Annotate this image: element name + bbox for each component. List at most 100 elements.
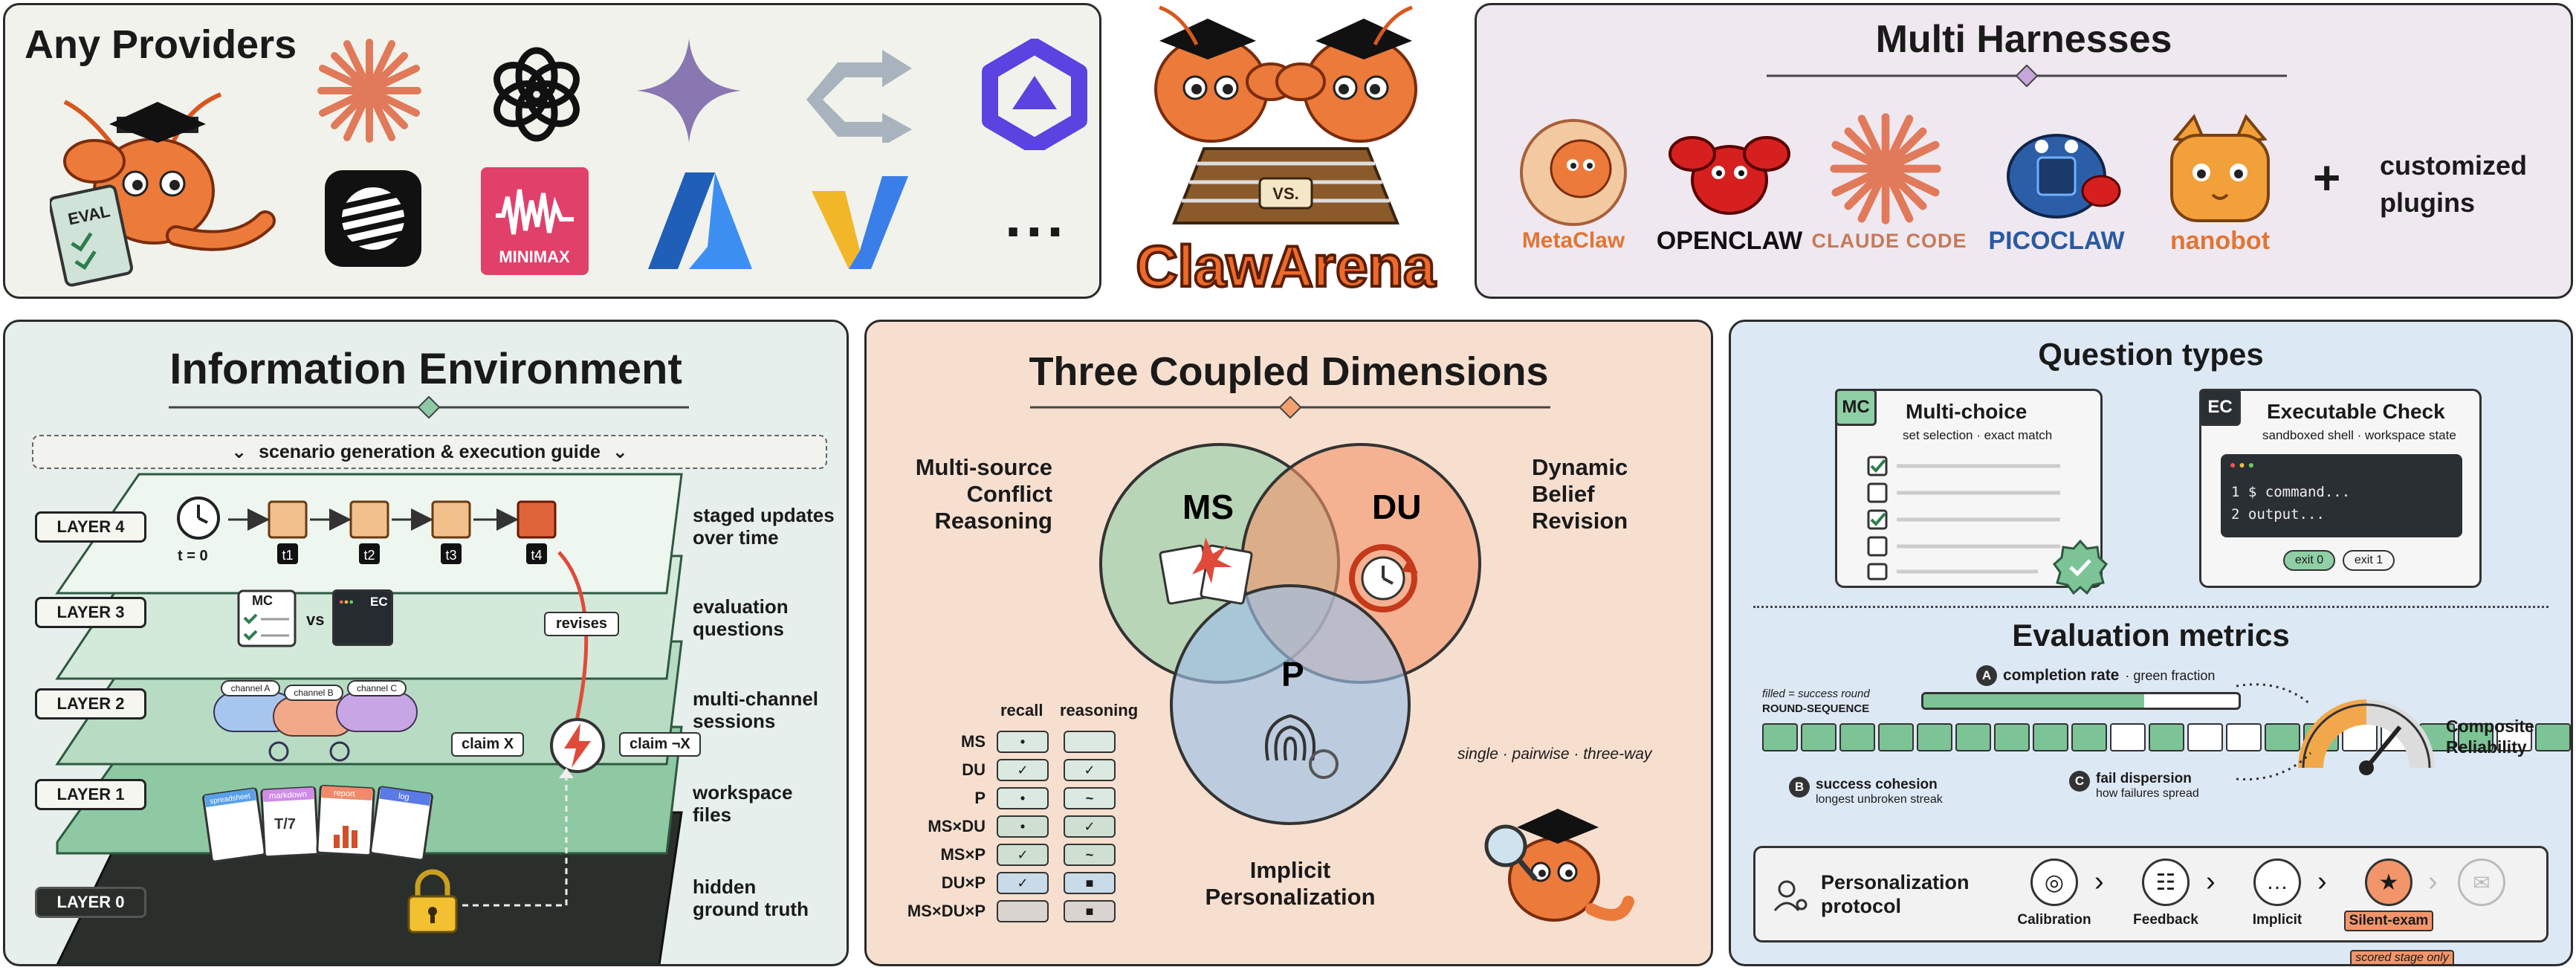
coverage-row-label: MS×DU <box>928 817 986 835</box>
more-providers-ellipsis: ... <box>1005 183 1068 249</box>
openai-knot-icon <box>493 47 580 142</box>
metric-a-sub: · green fraction <box>2125 667 2216 683</box>
stripes-logo-icon <box>325 170 421 267</box>
clawarena-logo: VS. ClawArena <box>1134 5 1437 300</box>
qtypes-metrics-panel: Question types MC Multi-choice set selec… <box>1729 320 2573 966</box>
clock-icon <box>177 497 220 540</box>
venn-diagram: MS DU P <box>1099 443 1481 825</box>
coverage-cell-recall: ✓ <box>997 844 1049 866</box>
ec-badge: EC <box>2199 389 2241 426</box>
scenario-guide-label: scenario generation & execution guide <box>259 441 601 462</box>
harnesses-title-rule <box>1767 65 2287 87</box>
col-recall-header: recall <box>1000 701 1043 720</box>
exit-1-chip[interactable]: exit 1 <box>2343 550 2395 571</box>
speech-dots-icon[interactable]: … <box>2253 859 2301 906</box>
t0-label: t = 0 <box>178 548 208 564</box>
clock-refresh-icon <box>1349 544 1418 612</box>
layer-1-pill[interactable]: LAYER 1 <box>35 779 146 810</box>
star-icon[interactable]: ★ <box>2365 859 2412 906</box>
round-cell <box>1801 723 1836 751</box>
chevron-right-icon: › <box>2317 866 2327 897</box>
coverage-cell-recall: • <box>997 731 1049 753</box>
azure-icon <box>648 172 752 269</box>
harness-picoclaw-label: PICOCLAW <box>1988 227 2125 255</box>
target-icon[interactable]: ◎ <box>2030 859 2078 906</box>
mc-vs-ec-label: vs <box>306 610 325 629</box>
harness-metaclaw-label: MetaClaw <box>1521 228 1625 253</box>
metric-a-badge: A <box>1976 665 1997 686</box>
chevron-right-icon: › <box>2428 866 2438 897</box>
coverage-cell-reasoning: ■ <box>1064 872 1116 894</box>
layer-0-pill[interactable]: LAYER 0 <box>35 887 146 918</box>
info-env-panel: Information Environment ⌄ scenario gener… <box>3 320 849 966</box>
composite-gauge-icon <box>2298 699 2435 775</box>
harness-openclaw-label: OPENCLAW <box>1656 227 1803 255</box>
coverage-row-label: P <box>974 789 986 807</box>
metric-c-title: fail dispersion <box>2096 771 2192 786</box>
mc-badge: MC <box>1835 389 1877 426</box>
terminal-line-1: 1 $ command... <box>2231 484 2351 500</box>
providers-title: Any Providers <box>25 22 297 67</box>
round-cell <box>2033 723 2068 751</box>
harnesses-panel: Multi Harnesses MetaClaw OPENCLAW CLAUDE… <box>1475 3 2573 299</box>
ec-card[interactable]: EC Executable Check sandboxed shell · wo… <box>2199 389 2482 588</box>
venn-p-circle[interactable] <box>1170 584 1411 825</box>
ec-terminal: ● ● ● 1 $ command... 2 output... <box>2221 454 2462 537</box>
channel-a-label: channel A <box>221 680 280 696</box>
claim-not-x-chip: claim ¬X <box>619 732 701 757</box>
venn-du-label: DU <box>1372 488 1421 526</box>
round-cell <box>2110 723 2146 751</box>
file-markdown-label: markdown <box>269 790 307 801</box>
metaclaw-icon <box>1520 119 1627 226</box>
venn-ms-label: MS <box>1182 488 1234 526</box>
terminal-dots-icon: ● ● ● <box>2230 459 2255 471</box>
coverage-cell-reasoning: ■ <box>1064 900 1116 922</box>
dimensions-title-rule <box>1030 396 1550 418</box>
timestep-2: t2 <box>363 548 375 563</box>
exit-0-chip[interactable]: exit 0 <box>2283 550 2335 571</box>
chevron-down-icon: ⌄ <box>231 442 247 462</box>
mc-checklist <box>1867 456 2060 581</box>
info-env-title: Information Environment <box>169 345 682 393</box>
coverage-cell-reasoning: ~ <box>1064 787 1116 809</box>
mc-card-icon <box>237 589 297 647</box>
round-cell <box>2265 723 2300 751</box>
metric-a: A completion rate · green fraction <box>1976 665 2215 686</box>
openclaw-icon <box>1669 136 1790 215</box>
coverage-cell-reasoning <box>1064 731 1116 753</box>
metric-c-badge: C <box>2069 771 2090 792</box>
providers-panel: Any Providers EVAL <box>3 3 1101 299</box>
metric-b: B success cohesion longest unbroken stre… <box>1789 777 1943 806</box>
harness-plugins-label: plugins <box>2380 187 2475 218</box>
mc-card[interactable]: MC Multi-choice set selection · exact ma… <box>1835 389 2108 595</box>
minimax-label: MINIMAX <box>499 248 570 266</box>
chevron-right-icon: › <box>2206 866 2216 897</box>
info-env-title-rule <box>169 396 689 418</box>
scenario-guide-banner[interactable]: ⌄ scenario generation & execution guide … <box>32 435 827 469</box>
layer-4-pill[interactable]: LAYER 4 <box>35 511 146 543</box>
channel-c-bubble[interactable] <box>336 692 418 732</box>
lobster-eval-mascot: EVAL <box>50 92 276 287</box>
mc-title: Multi-choice <box>1906 400 2028 423</box>
round-cell <box>2187 723 2223 751</box>
harnesses-title: Multi Harnesses <box>1875 18 2172 61</box>
coverage-cell-recall: • <box>997 787 1049 809</box>
layer-2-pill[interactable]: LAYER 2 <box>35 688 146 720</box>
fingerprint-gear-icon <box>1265 714 1339 779</box>
terminal-line-2: 2 output... <box>2231 506 2325 523</box>
qtypes-title: Question types <box>2038 337 2264 372</box>
ground-truth-lock-icon <box>407 869 458 934</box>
layer-3-pill[interactable]: LAYER 3 <box>35 597 146 628</box>
file-markdown-glyph: T/7 <box>274 816 296 832</box>
claude-code-icon <box>1830 113 1941 224</box>
chat-bubbles-icon[interactable]: ☷ <box>2142 859 2190 906</box>
coverage-cell-reasoning: ~ <box>1064 844 1116 866</box>
coverage-cell-recall: ✓ <box>997 872 1049 894</box>
dimensions-title: Three Coupled Dimensions <box>1029 349 1549 394</box>
